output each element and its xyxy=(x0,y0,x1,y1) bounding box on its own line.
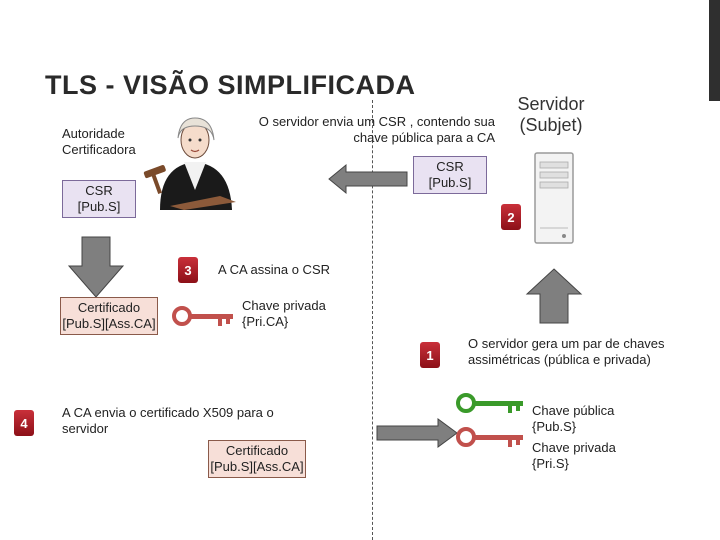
ca-private-key-label: Chave privada {Pri.CA} xyxy=(242,298,326,329)
server-private-key-label: Chave privada {Pri.S} xyxy=(532,440,616,471)
csr-box-ca: CSR [Pub.S] xyxy=(62,180,136,218)
up-arrow xyxy=(525,268,583,324)
server-icon xyxy=(534,152,574,244)
page-title: TLS - VISÃO SIMPLIFICADA xyxy=(45,70,416,100)
edge-decoration-bar xyxy=(709,0,720,101)
certificate-box-ca: Certificado [Pub.S][Ass.CA] xyxy=(60,297,158,335)
red-key-icon xyxy=(172,306,233,326)
right-arrow xyxy=(376,418,458,448)
step-badge-4: 4 xyxy=(14,410,34,436)
csr-box-server: CSR [Pub.S] xyxy=(413,156,487,194)
ca-label: Autoridade Certificadora xyxy=(62,126,136,157)
server-generates-text: O servidor gera um par de chaves assimét… xyxy=(468,336,665,367)
step-badge-2: 2 xyxy=(501,204,521,230)
down-arrow xyxy=(67,236,125,298)
red-key-icon xyxy=(456,427,523,447)
divider-dashed-line xyxy=(372,100,373,540)
server-public-key-label: Chave pública {Pub.S} xyxy=(532,403,615,434)
green-key-icon xyxy=(456,393,523,413)
step-badge-3: 3 xyxy=(178,257,198,283)
ca-signs-text: A CA assina o CSR xyxy=(218,262,330,277)
step-badge-1: 1 xyxy=(420,342,440,368)
certificate-box-sent: Certificado [Pub.S][Ass.CA] xyxy=(208,440,306,478)
server-label: Servidor (Subjet) xyxy=(517,94,585,135)
judge-icon xyxy=(143,117,236,210)
ca-sends-text: A CA envia o certificado X509 para o ser… xyxy=(62,405,274,436)
left-arrow xyxy=(328,163,408,195)
server-sends-text: O servidor envia um CSR , contendo sua c… xyxy=(258,114,495,145)
